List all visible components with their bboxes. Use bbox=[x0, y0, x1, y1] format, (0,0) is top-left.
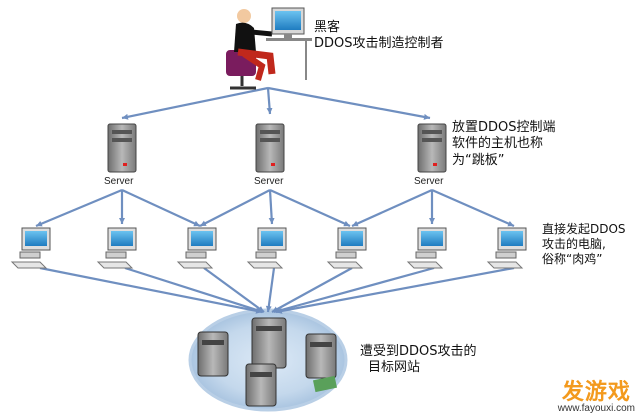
server-note-line2: 软件的主机也称 bbox=[452, 136, 544, 152]
server-note-line3: 为“跳板” bbox=[452, 152, 505, 168]
target-note-line2: 目标网站 bbox=[368, 360, 421, 376]
hacker-label-line1: 黑客 bbox=[314, 20, 341, 35]
target-note-line1: 遭受到DDOS攻击的 bbox=[360, 344, 477, 359]
server-3 bbox=[417, 123, 447, 173]
zombie-pcs bbox=[10, 227, 527, 269]
server-1-caption: Server bbox=[104, 176, 134, 187]
zombie-note-line1: 直接发起DDOS bbox=[542, 222, 626, 236]
server-2 bbox=[255, 123, 285, 173]
zombie-pc-7 bbox=[486, 227, 527, 269]
zombie-pc-1 bbox=[10, 227, 51, 269]
watermark: 发游戏 www.fayouxi.com bbox=[558, 374, 635, 414]
zombie-pc-6 bbox=[406, 227, 447, 269]
server-3-caption: Server bbox=[414, 176, 444, 187]
zombie-pc-2 bbox=[96, 227, 137, 269]
hacker-label-line2: DDOS攻击制造控制者 bbox=[314, 36, 444, 52]
watermark-url: www.fayouxi.com bbox=[557, 403, 635, 414]
target-note: 遭受到DDOS攻击的 目标网站 bbox=[360, 344, 477, 377]
target-servers bbox=[197, 317, 338, 407]
hacker-label: 黑客 DDOS攻击制造控制者 bbox=[314, 20, 444, 53]
zombie-note-line3: 俗称“肉鸡” bbox=[542, 252, 603, 266]
zombie-pc-3 bbox=[176, 227, 217, 269]
server-note: 放置DDOS控制端 软件的主机也称 为“跳板” bbox=[452, 120, 556, 169]
hacker-figure bbox=[226, 7, 312, 90]
zombie-pc-5 bbox=[326, 227, 367, 269]
server-note-line1: 放置DDOS控制端 bbox=[452, 120, 556, 135]
attack-arrows bbox=[35, 86, 515, 314]
server-1 bbox=[107, 123, 137, 173]
zombie-note: 直接发起DDOS 攻击的电脑, 俗称“肉鸡” bbox=[542, 222, 626, 267]
zombie-note-line2: 攻击的电脑, bbox=[542, 237, 606, 251]
zombie-pc-4 bbox=[246, 227, 287, 269]
server-2-caption: Server bbox=[254, 176, 284, 187]
watermark-title: 发游戏 bbox=[561, 380, 631, 405]
